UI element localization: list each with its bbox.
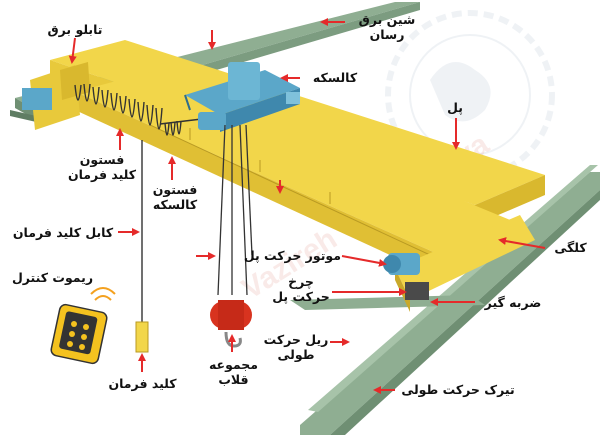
hook-block [210, 300, 252, 348]
label-end-carriage: کلگی [554, 240, 587, 255]
label-bridge-wheel: چرخ حرکت پل [272, 274, 330, 304]
festoon-pendant-cable [74, 83, 163, 130]
label-runway-beam: تیرک حرکت طولی [401, 382, 515, 397]
control-panel [60, 62, 90, 100]
arrow-bridge-motor [341, 255, 387, 267]
label-festoon-trolley: فستون کالسکه [152, 182, 198, 212]
label-pendant-switch: کلید فرمان [108, 376, 177, 391]
label-pendant-cable: کابل کلید فرمان [12, 225, 114, 240]
label-control-panel: تابلو برق [47, 22, 103, 37]
label-festoon-pendant: فستون کلید فرمان [67, 152, 137, 182]
label-runway-rail: ریل حرکت طولی [263, 332, 329, 362]
label-bridge: پل [447, 100, 463, 115]
hoist-ropes [217, 124, 253, 296]
bridge-motor [383, 253, 420, 275]
leader-arrows [68, 18, 546, 394]
trolley [184, 62, 300, 132]
label-remote-control: ریموت کنترل [11, 270, 94, 285]
pendant-switch-box [135, 321, 149, 353]
label-trolley: کالسکه [312, 70, 358, 85]
arrow-control-panel [68, 37, 77, 64]
remote-control [50, 287, 116, 365]
label-bridge-motor: موتور حرکت پل [243, 248, 341, 263]
label-hook-block: مجموعه قلاب [208, 357, 259, 387]
label-buffer: ضربه گیر [484, 295, 542, 310]
arrow-end-carriage [498, 237, 546, 249]
label-power-rail: شین برق رسان [358, 12, 416, 42]
